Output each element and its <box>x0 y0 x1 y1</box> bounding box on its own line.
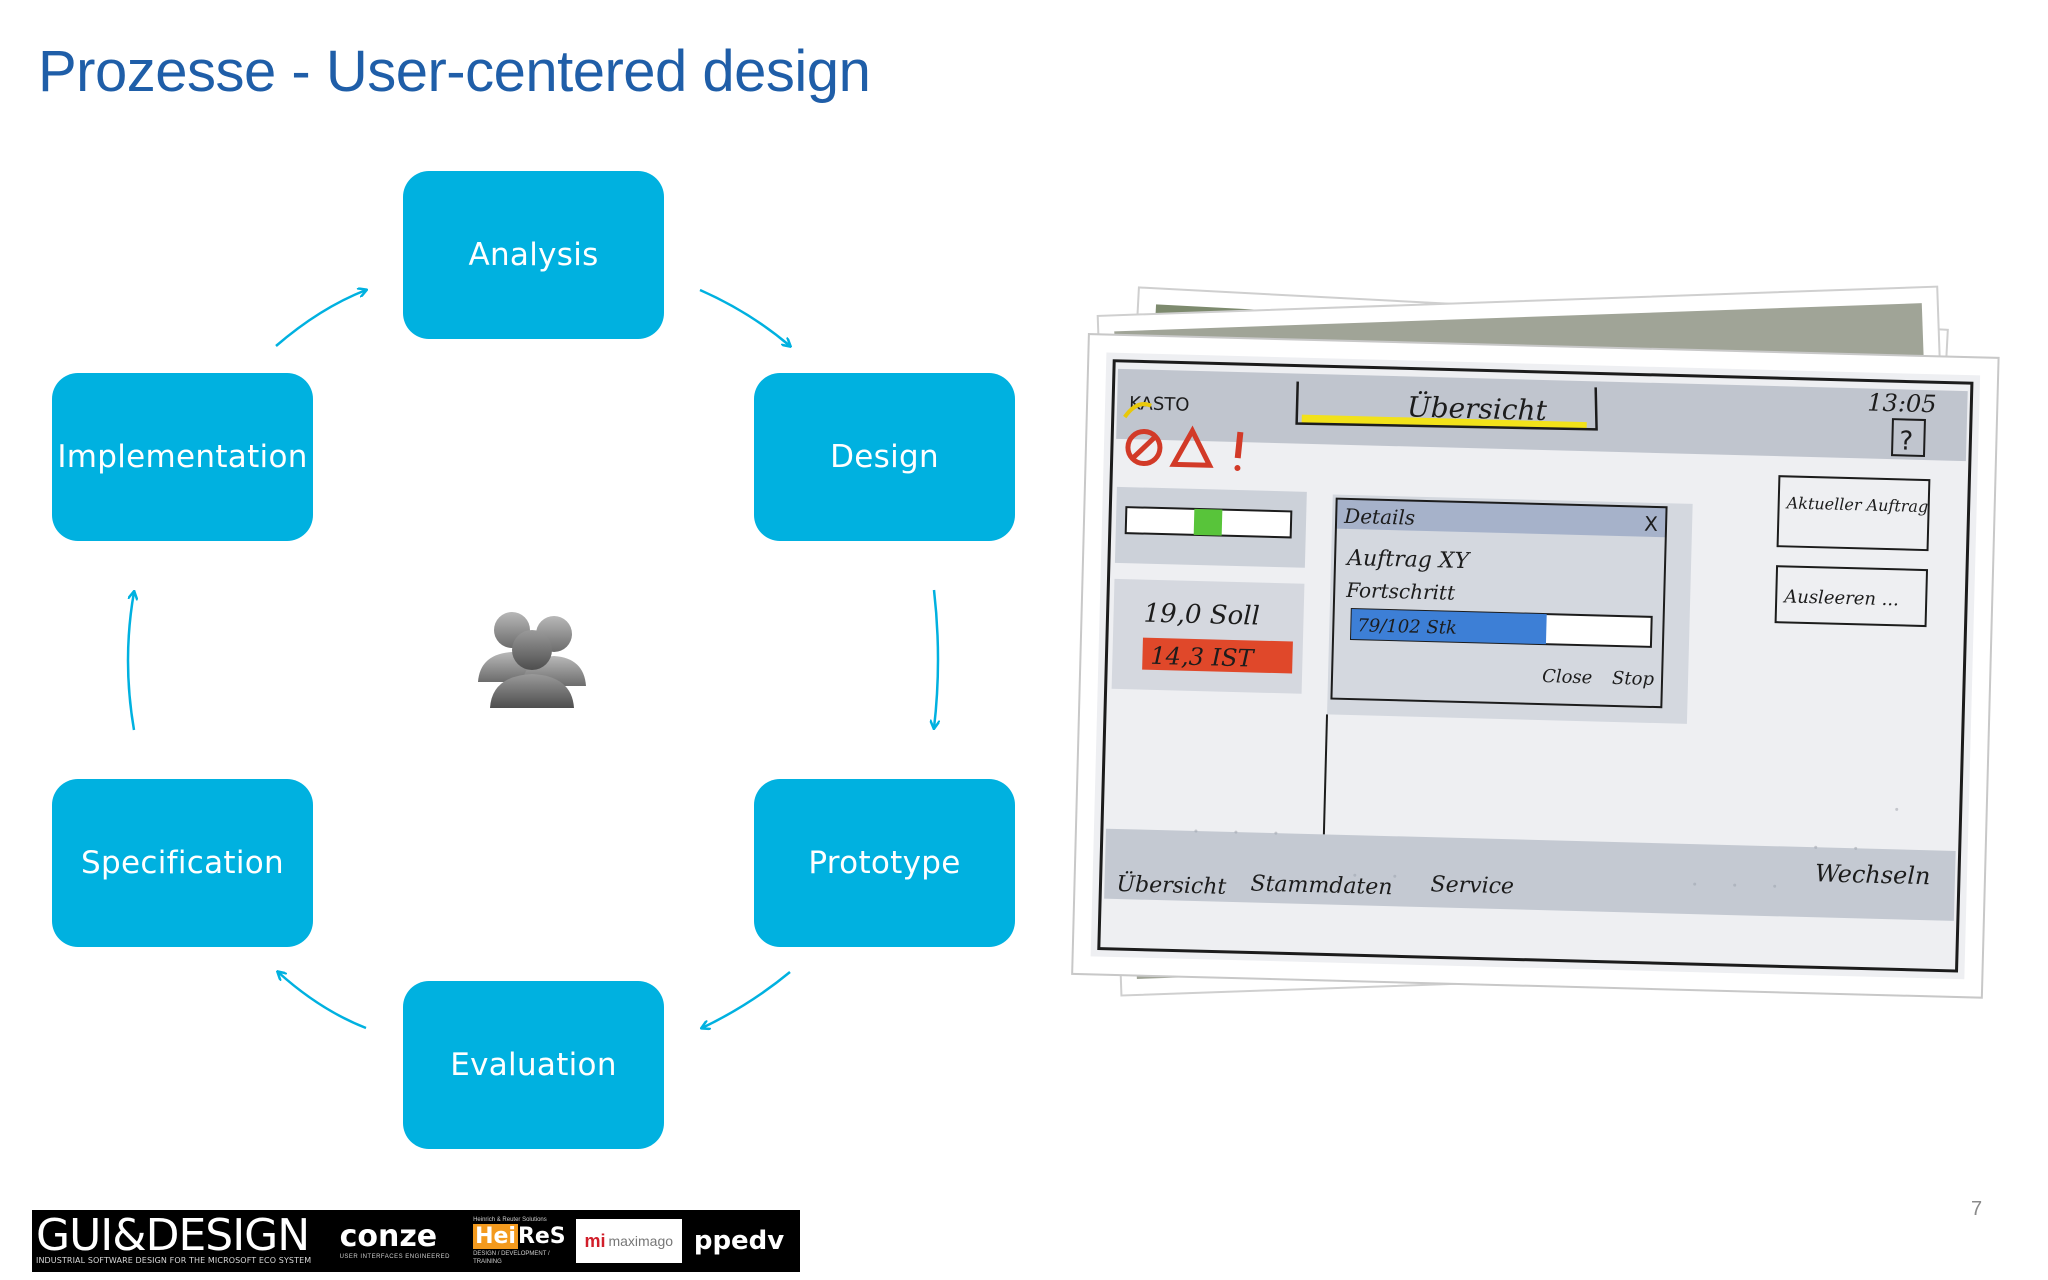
logo-guidesign-text: GUI&DESIGN <box>36 1210 310 1261</box>
sketch-right-btn2: Ausleeren ... <box>1782 586 1899 610</box>
sketch-ist: 14,3 IST <box>1150 642 1256 673</box>
arrow-implementation-to-analysis <box>275 290 366 347</box>
logo-heires-top: Heinrich & Reuter Solutions <box>473 1217 547 1223</box>
logo-heires: Heinrich & Reuter Solutions HeiReS DESIG… <box>465 1210 566 1272</box>
node-specification: Specification <box>52 779 313 947</box>
arrow-prototype-to-evaluation <box>702 971 791 1028</box>
sketch-dialog-title: Details <box>1343 504 1415 530</box>
arrow-specification-to-implementation <box>126 592 134 731</box>
node-analysis: Analysis <box>403 171 664 339</box>
sketch-dialog-stop-btn: Stop <box>1612 668 1655 690</box>
node-implementation: Implementation <box>52 373 313 541</box>
logo-maximago-mark: mi <box>584 1230 606 1251</box>
sketch-dialog-progress: 79/102 Stk <box>1357 615 1457 639</box>
sketch-tab-2: Stammdaten <box>1250 871 1393 900</box>
arrow-design-to-prototype <box>934 589 938 728</box>
logo-ppedv: ppedv <box>682 1210 800 1272</box>
sketch-tab-3: Service <box>1430 872 1514 899</box>
sketch-soll: 19,0 Soll <box>1143 599 1260 632</box>
sketch-tab-1: Übersicht <box>1116 870 1227 900</box>
logo-conze: conze USER INTERFACES ENGINEERED <box>326 1210 465 1272</box>
sketch-dialog-line2: Fortschritt <box>1345 578 1456 605</box>
sketch-dialog-line1: Auftrag XY <box>1345 546 1472 574</box>
sketch-dialog-close-btn: Close <box>1542 666 1593 688</box>
sketch-logo: KASTO <box>1129 393 1190 416</box>
sketch-help: ? <box>1899 426 1914 456</box>
sketch-bottom-switch: Wechseln <box>1815 859 1931 890</box>
users-icon <box>478 612 586 708</box>
sketch-time: 13:05 <box>1867 388 1937 418</box>
sketch-header: Übersicht <box>1407 389 1548 427</box>
sketch-photo-stack: Übersicht KASTO 13:05 ? 19,0 Soll 14,3 I… <box>1071 285 2000 999</box>
footer-logo-bar: GUI&DESIGN INDUSTRIAL SOFTWARE DESIGN FO… <box>32 1210 800 1272</box>
sketch-right-btn1: Aktueller Auftrag <box>1784 493 1928 516</box>
arrow-evaluation-to-specification <box>278 972 367 1030</box>
arrow-analysis-to-design <box>699 288 790 346</box>
node-prototype: Prototype <box>754 779 1015 947</box>
logo-ppedv-text: ppedv <box>693 1226 785 1256</box>
logo-guidesign-tagline: INDUSTRIAL SOFTWARE DESIGN FOR THE MICRO… <box>36 1256 312 1265</box>
cycle-arrows <box>126 0 1040 1180</box>
logo-maximago-name: maximago <box>608 1233 674 1249</box>
logo-maximago: mi maximago <box>575 1219 682 1263</box>
logo-heires-tagline: DESIGN / DEVELOPMENT / TRAINING <box>473 1251 550 1265</box>
logo-conze-text: conze <box>339 1219 438 1254</box>
node-design: Design <box>754 373 1015 541</box>
logo-heires-hei: Hei <box>473 1224 518 1249</box>
page-number: 7 <box>1971 1198 1983 1220</box>
logo-heires-mark: HeiReS <box>473 1224 566 1250</box>
sketch-dialog-close: X <box>1644 512 1659 536</box>
logo-conze-tagline: USER INTERFACES ENGINEERED <box>339 1254 450 1260</box>
logo-heires-res: ReS <box>517 1224 566 1249</box>
slide-title: Prozesse - User-centered design <box>38 39 871 104</box>
node-evaluation: Evaluation <box>403 981 664 1149</box>
logo-guidesign: GUI&DESIGN INDUSTRIAL SOFTWARE DESIGN FO… <box>32 1210 326 1272</box>
